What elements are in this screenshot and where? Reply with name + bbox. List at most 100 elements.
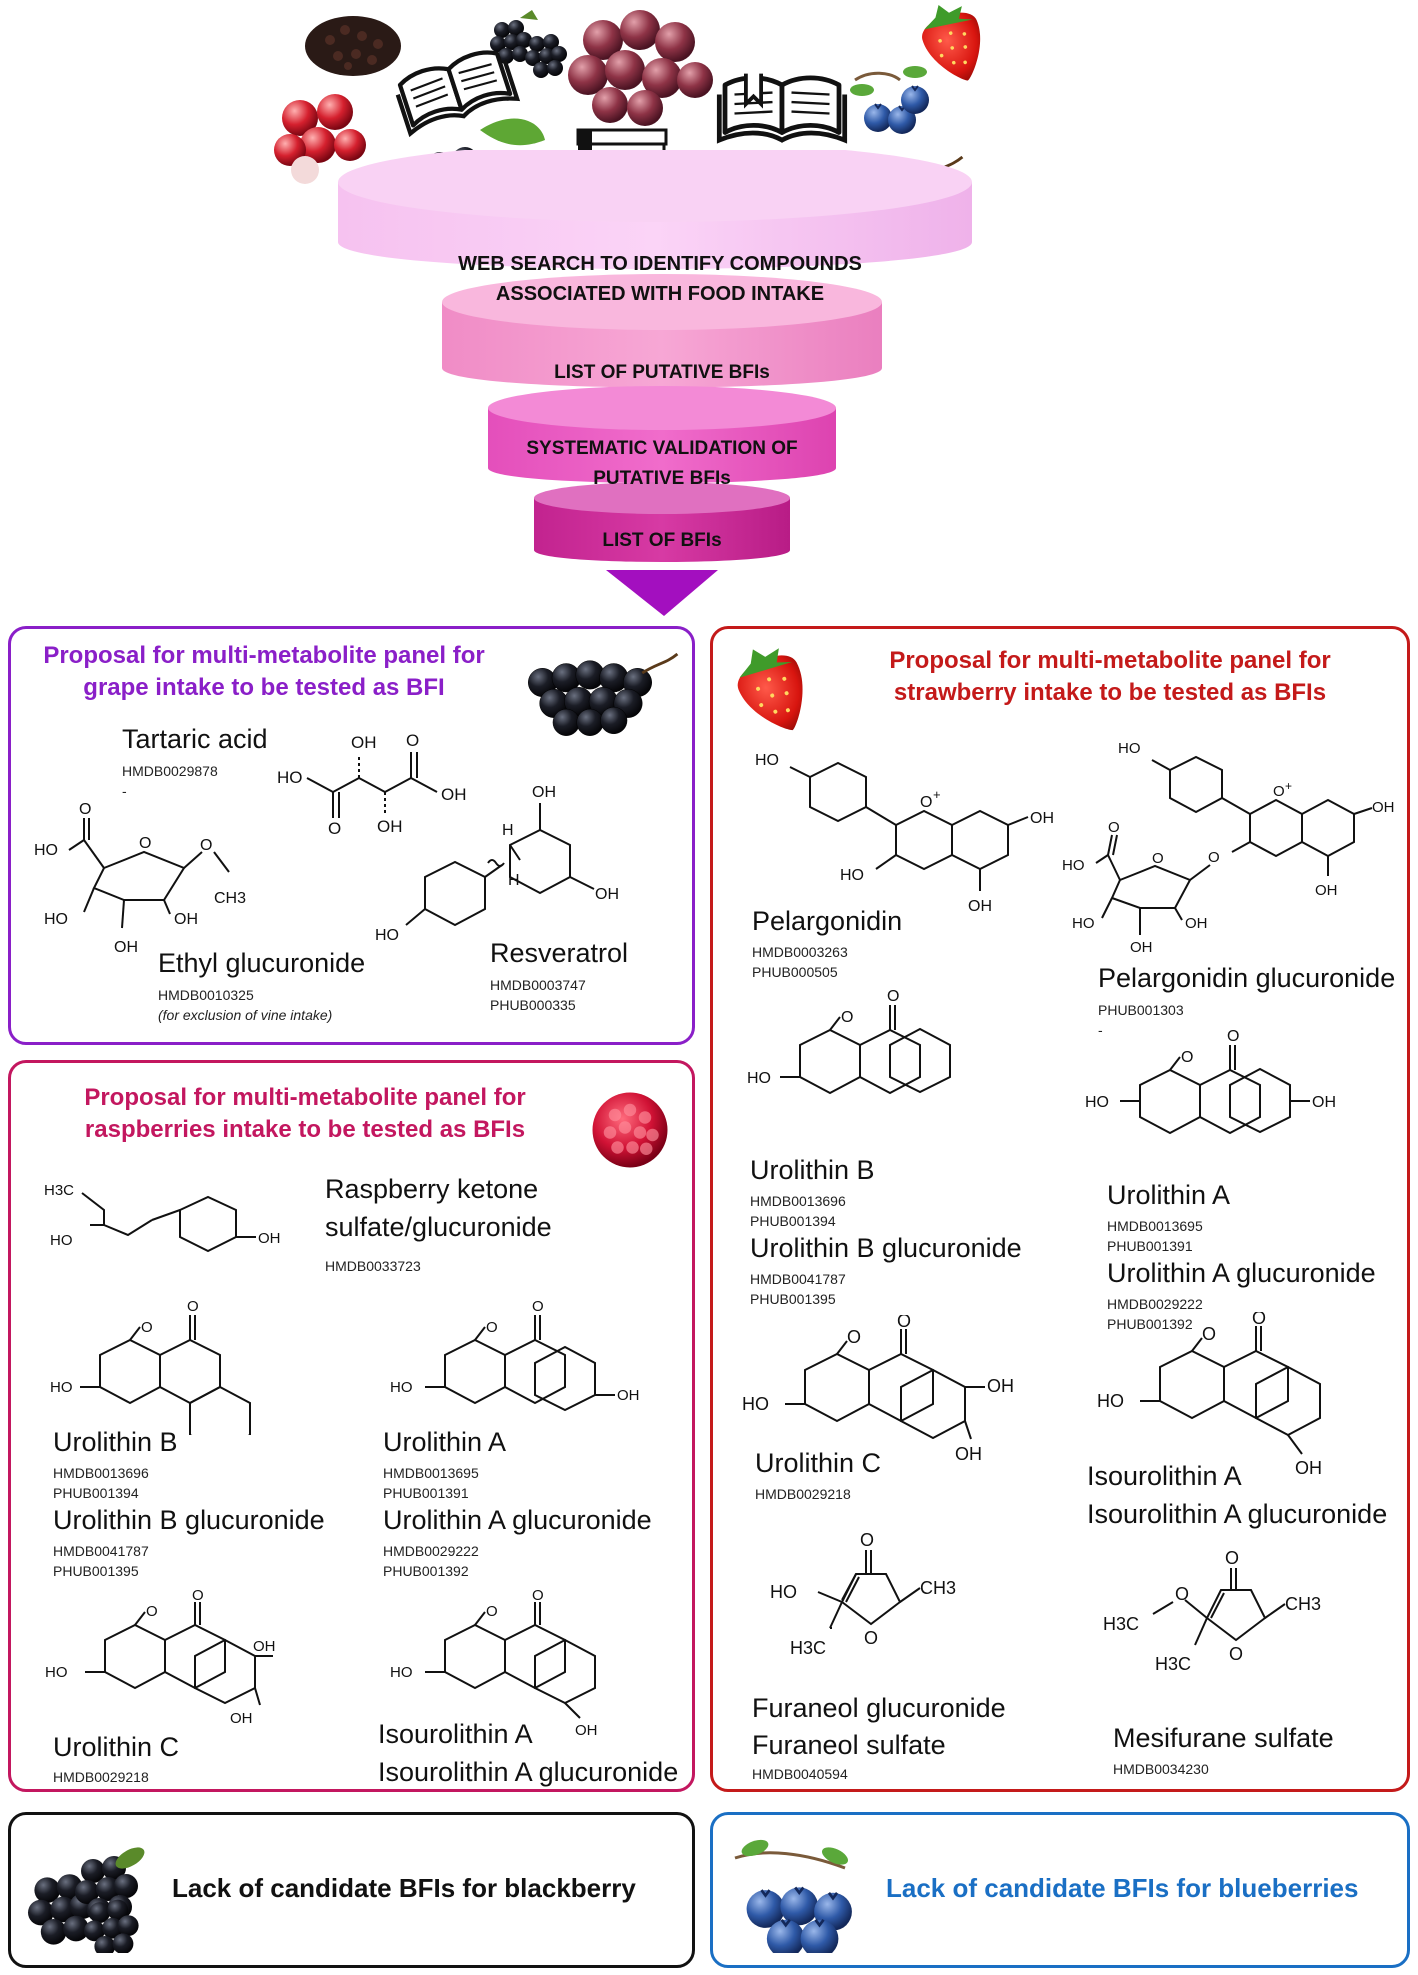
- svg-text:O: O: [79, 801, 91, 818]
- raspberry-panel: [8, 1060, 695, 1792]
- svg-text:O: O: [141, 1319, 153, 1336]
- funnel-level-1: [338, 150, 972, 269]
- furaneol-structure: O HO CH3 O H3C: [770, 1530, 956, 1658]
- svg-text:HO: HO: [1097, 1391, 1124, 1411]
- svg-text:O: O: [1152, 850, 1164, 867]
- svg-text:O: O: [532, 1298, 544, 1315]
- svg-text:O: O: [1208, 849, 1220, 866]
- svg-text:OH: OH: [253, 1638, 276, 1655]
- svg-text:OH: OH: [1372, 799, 1395, 816]
- blackberry-box-text: Lack of candidate BFIs for blackberry: [172, 1873, 636, 1903]
- blackberry-box-icon: [28, 1847, 145, 1953]
- raspberry-urolithin-c-name: Urolithin C: [53, 1732, 180, 1762]
- svg-text:HO: HO: [742, 1394, 769, 1414]
- strawberry-isourolithin-a-structure: O O HO OH: [1097, 1312, 1322, 1477]
- svg-text:HO: HO: [1072, 915, 1095, 932]
- tartaric-acid-structure: HO O OH OH O OH: [277, 731, 467, 835]
- strawberry-urolithin-a-structure: O O HO OH: [1085, 1028, 1336, 1135]
- svg-text:OH: OH: [532, 784, 556, 801]
- svg-text:HO: HO: [375, 927, 399, 944]
- svg-text:HO: HO: [45, 1664, 68, 1681]
- svg-text:O: O: [486, 1319, 498, 1336]
- strawberry-panel: [710, 626, 1410, 1792]
- svg-text:OH: OH: [1315, 882, 1338, 899]
- svg-text:H: H: [508, 872, 520, 889]
- svg-text:HO: HO: [1118, 740, 1141, 757]
- svg-text:HO: HO: [390, 1379, 413, 1396]
- blueberry-box-text: Lack of candidate BFIs for blueberries: [886, 1873, 1359, 1903]
- raspberry-isourolithin-a-structure: O O HO OH: [390, 1590, 598, 1739]
- svg-text:OH: OH: [258, 1230, 281, 1247]
- raspberry-ketone-ids: HMDB0033723: [325, 1258, 421, 1274]
- strawberry-urolithin-b-glucuronide-name: Urolithin B glucuronide: [750, 1233, 1022, 1263]
- resveratrol-structure: OH OH HO H H: [375, 784, 619, 944]
- svg-text:O: O: [187, 1298, 199, 1315]
- svg-text:CH3: CH3: [214, 890, 246, 907]
- raspberry-urolithin-a-name: Urolithin A: [383, 1427, 507, 1457]
- svg-text:O: O: [328, 819, 341, 835]
- svg-text:OH: OH: [230, 1710, 253, 1727]
- svg-text:OH: OH: [1295, 1458, 1322, 1477]
- raspberry-urolithin-b-structure: O O HO: [50, 1298, 251, 1435]
- svg-text:OH: OH: [114, 939, 138, 956]
- svg-text:O: O: [920, 794, 932, 811]
- svg-text:HO: HO: [1085, 1094, 1109, 1111]
- svg-text:HO: HO: [840, 867, 864, 884]
- svg-text:O: O: [847, 1327, 861, 1347]
- strawberry-urolithin-c-name: Urolithin C: [755, 1448, 882, 1478]
- svg-text:HO: HO: [1062, 857, 1085, 874]
- resveratrol-name: Resveratrol: [490, 938, 629, 968]
- svg-text:H3C: H3C: [44, 1182, 74, 1199]
- svg-text:O: O: [841, 1009, 853, 1026]
- svg-text:OH: OH: [955, 1444, 982, 1464]
- svg-text:O: O: [1227, 1028, 1239, 1045]
- svg-text:O: O: [860, 1530, 874, 1550]
- svg-text:O: O: [1229, 1644, 1243, 1664]
- svg-text:OH: OH: [987, 1376, 1014, 1396]
- svg-text:OH: OH: [1030, 810, 1054, 827]
- svg-text:O: O: [406, 731, 419, 750]
- funnel-level-3: [488, 386, 836, 483]
- pelargonidin-name: Pelargonidin: [752, 906, 903, 936]
- svg-text:HO: HO: [390, 1664, 413, 1681]
- svg-text:O: O: [1202, 1324, 1216, 1344]
- raspberry-panel-icon: [592, 1092, 668, 1168]
- svg-text:O: O: [486, 1603, 498, 1620]
- svg-text:H3C: H3C: [790, 1638, 826, 1658]
- strawberry-urolithin-a-glucuronide-name: Urolithin A glucuronide: [1107, 1258, 1376, 1288]
- black-grapes-panel-icon: [526, 652, 679, 738]
- svg-text:O: O: [200, 837, 212, 854]
- strawberry-urolithin-b-structure: O O HO: [747, 988, 951, 1095]
- svg-text:O: O: [1252, 1312, 1266, 1328]
- svg-text:OH: OH: [1185, 915, 1208, 932]
- svg-text:OH: OH: [575, 1722, 598, 1739]
- svg-text:O: O: [139, 835, 151, 852]
- strawberry-panel-icon: [725, 634, 822, 742]
- raspberry-urolithin-c-ids: HMDB0029218: [53, 1769, 149, 1785]
- pelargonidin-glucuronide-name: Pelargonidin glucuronide: [1098, 963, 1396, 993]
- pelargonidin-glucuronide-structure: HO O + OH OH O O O HO HO OH OH: [1062, 740, 1395, 956]
- svg-text:OH: OH: [377, 817, 403, 835]
- cranberries-icon: [274, 94, 366, 184]
- svg-text:HO: HO: [44, 911, 68, 928]
- raspberry-urolithin-b-glucuronide-name: Urolithin B glucuronide: [53, 1505, 325, 1535]
- raspberry-urolithin-b-name: Urolithin B: [53, 1427, 178, 1457]
- book-bookmark-icon: [719, 73, 844, 141]
- ethyl-glucuronide-ids: HMDB0010325(for exclusion of vine intake…: [158, 987, 333, 1024]
- furaneol-ids: HMDB0040594: [752, 1766, 848, 1782]
- strawberry-urolithin-c-ids: HMDB0029218: [755, 1486, 851, 1502]
- svg-text:OH: OH: [617, 1387, 640, 1404]
- mesifurane-ids: HMDB0034230: [1113, 1761, 1209, 1777]
- svg-text:H3C: H3C: [1155, 1654, 1191, 1674]
